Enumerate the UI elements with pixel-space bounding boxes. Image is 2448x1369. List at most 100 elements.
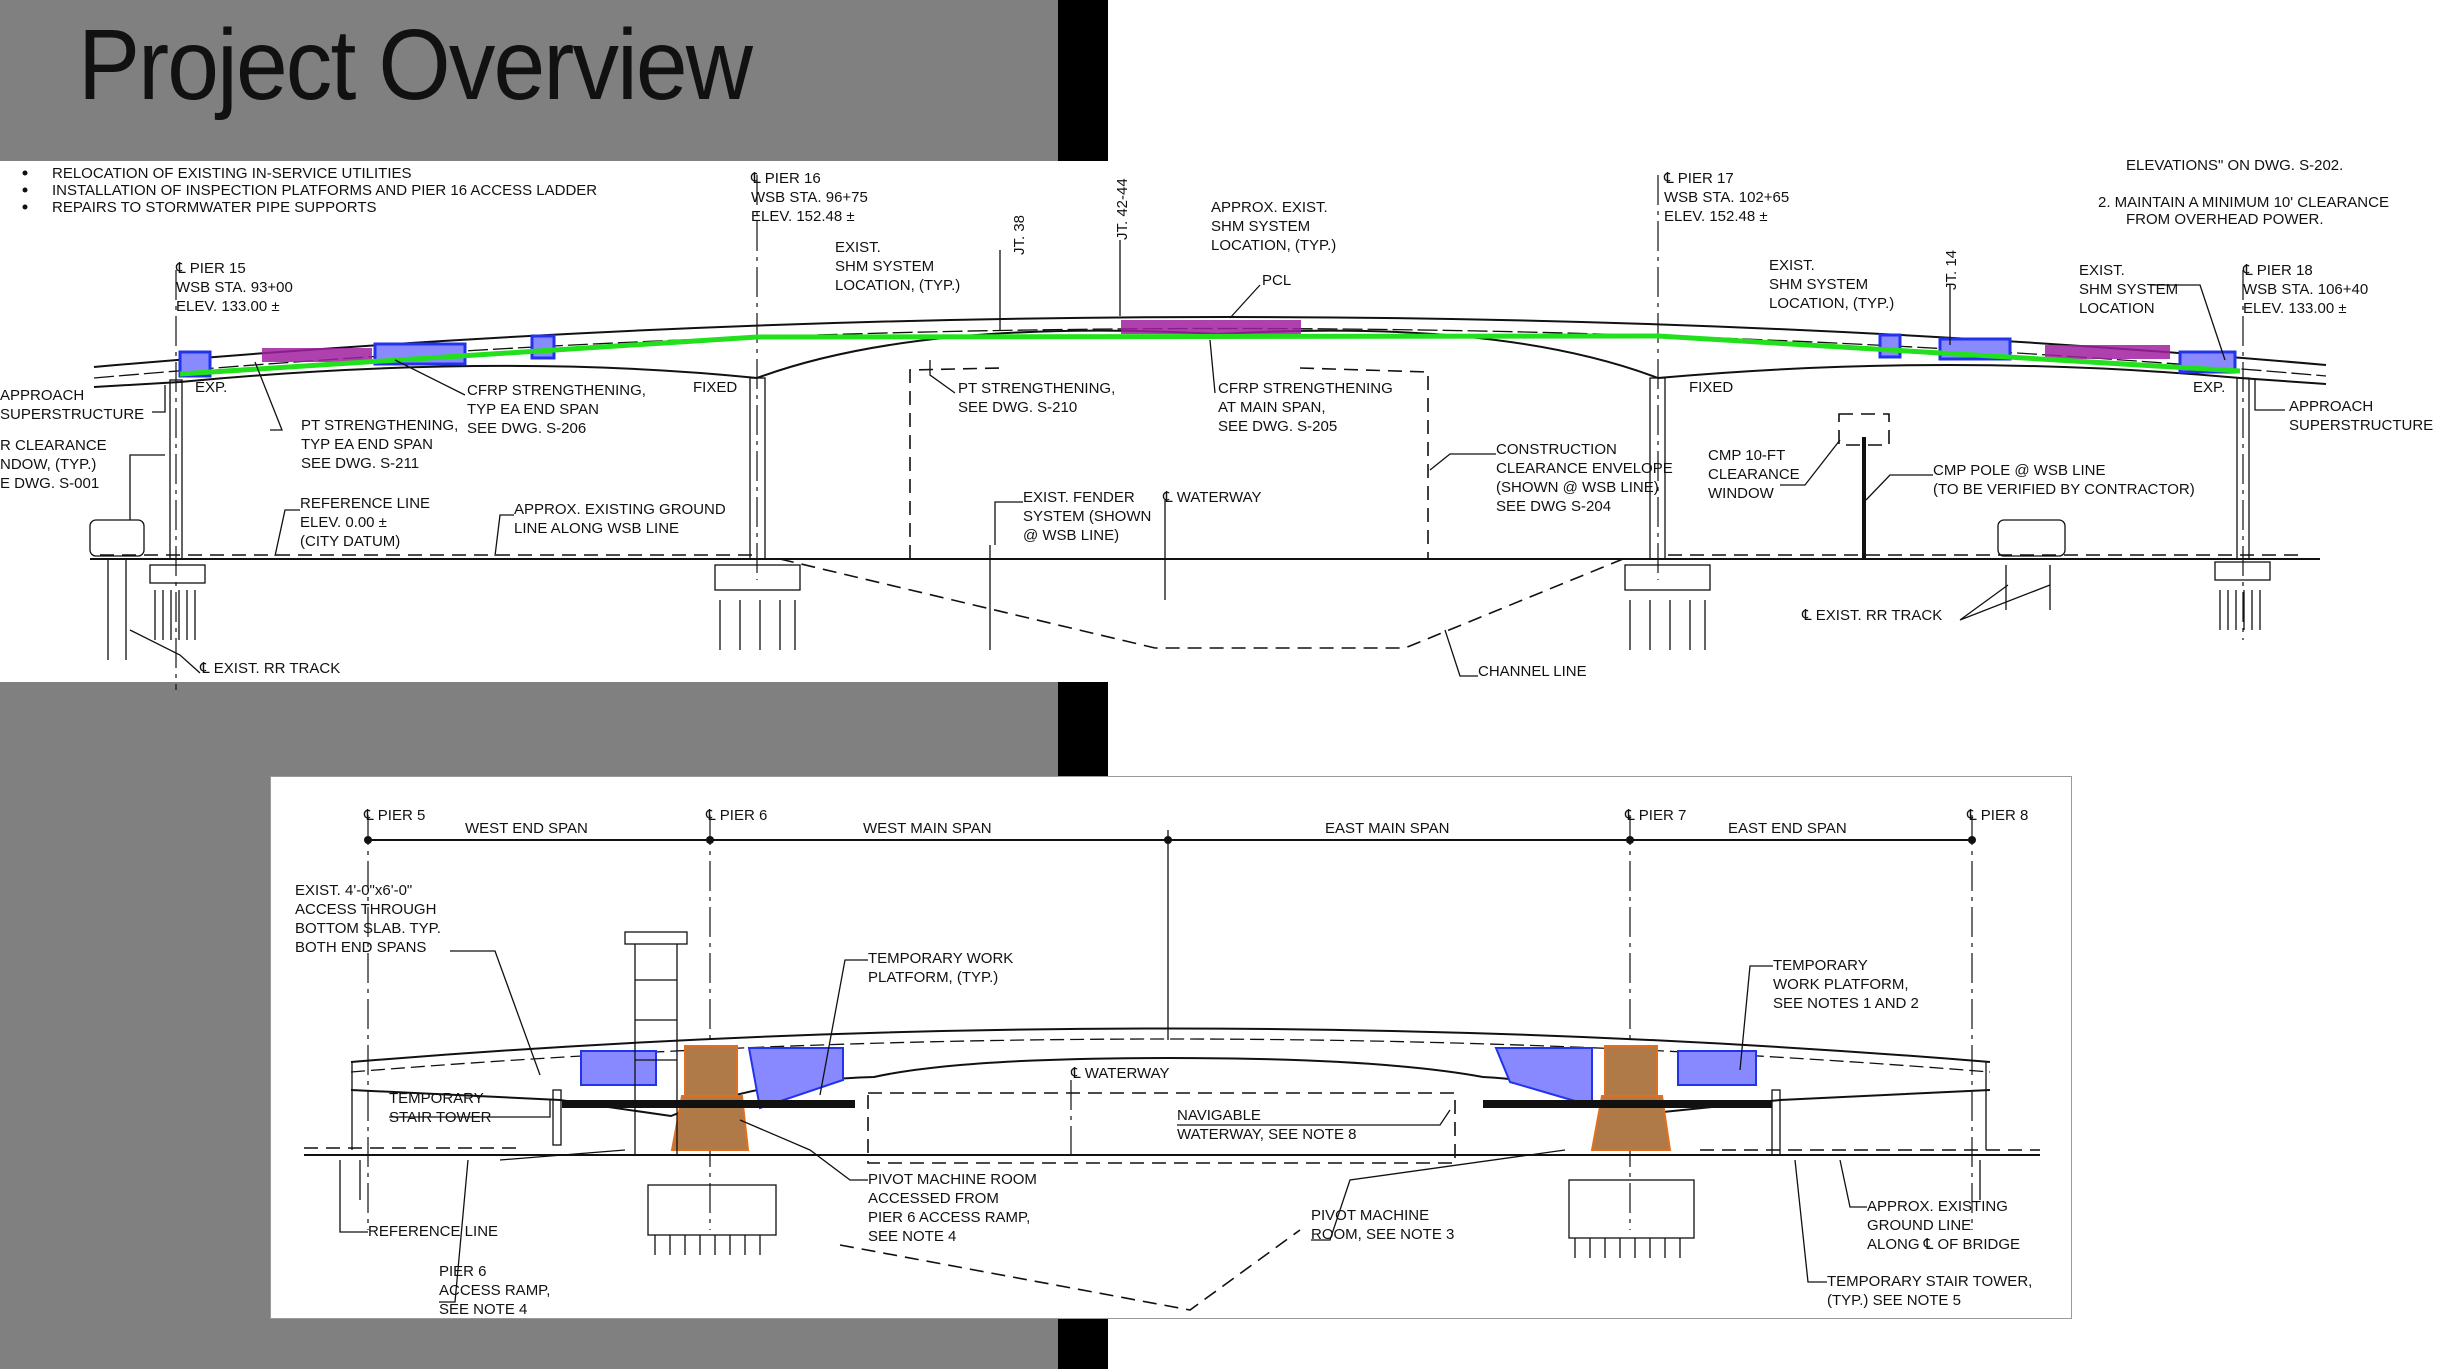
top-label-cfrp-end: CFRP STRENGTHENING, — [467, 382, 646, 399]
bottom-label-reference: REFERENCE LINE — [368, 1223, 498, 1240]
bottom-label-ramp: SEE NOTE 4 — [439, 1301, 527, 1318]
fender-system — [989, 500, 1166, 650]
top-label-reference: ELEV. 0.00 ± — [300, 514, 387, 531]
top-label-shm2: LOCATION, (TYP.) — [1211, 237, 1336, 254]
top-label-pier17: ELEV. 152.48 ± — [1664, 208, 1768, 225]
top-label-pier15: WSB STA. 93+00 — [176, 279, 293, 296]
top-label-shm4: LOCATION — [2079, 300, 2155, 317]
top-label-pier15: ELEV. 133.00 ± — [176, 298, 280, 315]
top-label-envelope: CLEARANCE ENVELOPE — [1496, 460, 1673, 477]
top-label-approach-r: APPROACH — [2289, 398, 2373, 415]
rr-car-left — [89, 519, 145, 557]
top-label-cfrp-main: AT MAIN SPAN, — [1218, 399, 1326, 416]
bottom-label-navigable: WATERWAY, SEE NOTE 8 — [1177, 1126, 1356, 1143]
bottom-label-stair-r: (TYP.) SEE NOTE 5 — [1827, 1292, 1961, 1309]
top-label-pcl: PCL — [1262, 272, 1291, 289]
top-label-shm3: SHM SYSTEM — [1769, 276, 1868, 293]
top-label-cfrp-end: TYP EA END SPAN — [467, 401, 599, 418]
bottom-label-platform-l: PLATFORM, (TYP.) — [868, 969, 998, 986]
top-label-note2b: FROM OVERHEAD POWER. — [2126, 211, 2324, 228]
top-elevation — [22, 170, 2327, 690]
top-label-pier17: WSB STA. 102+65 — [1664, 189, 1789, 206]
top-label-fender: EXIST. FENDER — [1023, 489, 1135, 506]
end-piers — [351, 1062, 1987, 1200]
bottom-label-ground: ALONG ℄ OF BRIDGE — [1867, 1236, 2020, 1253]
top-label-approach-r: SUPERSTRUCTURE — [2289, 417, 2433, 434]
top-label-envelope: SEE DWG S-204 — [1496, 498, 1611, 515]
top-label-jt38: JT. 38 — [1011, 215, 1028, 255]
leader-lines — [339, 950, 1867, 1303]
slide-title: Project Overview — [78, 9, 753, 121]
cmp-clearance-window — [1838, 413, 1890, 446]
top-label-bullet3: REPAIRS TO STORMWATER PIPE SUPPORTS — [52, 199, 377, 216]
top-label-cfrp-main: CFRP STRENGTHENING — [1218, 380, 1393, 397]
top-label-exp-l: EXP. — [195, 379, 227, 396]
top-label-rr-r: ℄ EXIST. RR TRACK — [1801, 607, 1942, 624]
bottom-label-access: BOTTOM SLAB. TYP. — [295, 920, 441, 937]
top-label-pier17: ℄ PIER 17 — [1663, 170, 1734, 187]
title-band — [0, 0, 1108, 161]
top-label-clear-win: NDOW, (TYP.) — [0, 456, 96, 473]
bottom-label-platform-r: SEE NOTES 1 AND 2 — [1773, 995, 1919, 1012]
black-divider — [1058, 1319, 1108, 1369]
top-label-fender: @ WSB LINE) — [1023, 527, 1119, 544]
pier-footings — [149, 561, 2271, 650]
bottom-label-stair-l: STAIR TOWER — [389, 1109, 492, 1126]
top-label-rr-l: ℄ EXIST. RR TRACK — [199, 660, 340, 677]
top-label-ground: LINE ALONG WSB LINE — [514, 520, 679, 537]
rr-car-right — [1997, 519, 2066, 557]
access-ramp — [499, 1149, 626, 1161]
top-label-bullet2: INSTALLATION OF INSPECTION PLATFORMS AND… — [52, 182, 597, 199]
top-label-ground: APPROX. EXISTING GROUND — [514, 501, 726, 518]
bottom-label-pivot-r: ROOM, SEE NOTE 3 — [1311, 1226, 1454, 1243]
rr-track-lines — [107, 560, 2051, 660]
bottom-label-waterway: ℄ WATERWAY — [1070, 1065, 1170, 1082]
bottom-label-pier7: ℄ PIER 7 — [1624, 807, 1686, 824]
construction-clearance-envelope — [909, 367, 1429, 559]
top-label-pier16: WSB STA. 96+75 — [751, 189, 868, 206]
top-label-bullet1: RELOCATION OF EXISTING IN-SERVICE UTILIT… — [52, 165, 412, 182]
top-label-reference: (CITY DATUM) — [300, 533, 400, 550]
top-label-shm2: APPROX. EXIST. — [1211, 199, 1328, 216]
top-label-envelope: (SHOWN @ WSB LINE) — [1496, 479, 1659, 496]
top-label-pier15: ℄ PIER 15 — [175, 260, 246, 277]
bottom-label-stair-r: TEMPORARY STAIR TOWER, — [1827, 1273, 2032, 1290]
top-label-approach-l: SUPERSTRUCTURE — [0, 406, 144, 423]
top-label-jt42: JT. 42-44 — [1114, 178, 1131, 240]
top-label-shm1: SHM SYSTEM — [835, 258, 934, 275]
bottom-label-ground: APPROX. EXISTING — [1867, 1198, 2008, 1215]
top-label-cfrp-main: SEE DWG. S-205 — [1218, 418, 1337, 435]
bottom-label-ground: GROUND LINE — [1867, 1217, 1971, 1234]
bascule-elevation — [304, 815, 2040, 1311]
strengthening-tendon-line — [179, 333, 2241, 377]
top-label-shm1: LOCATION, (TYP.) — [835, 277, 960, 294]
top-label-reference: REFERENCE LINE — [300, 495, 430, 512]
top-label-note1: ELEVATIONS" ON DWG. S-202. — [2126, 157, 2343, 174]
top-label-shm4: EXIST. — [2079, 262, 2125, 279]
top-label-fixed-l: FIXED — [693, 379, 737, 396]
bottom-label-access: EXIST. 4'-0"x6'-0" — [295, 882, 412, 899]
top-label-cmp-pole: CMP POLE @ WSB LINE — [1933, 462, 2106, 479]
pivot-piers — [670, 1045, 1672, 1151]
bottom-label-pier5: ℄ PIER 5 — [363, 807, 425, 824]
top-label-fender: SYSTEM (SHOWN — [1023, 508, 1151, 525]
top-label-pier18: ℄ PIER 18 — [2242, 262, 2313, 279]
top-label-pt-end: SEE DWG. S-211 — [301, 455, 419, 472]
pivot-foundations — [647, 1179, 1695, 1258]
top-label-cfrp-end: SEE DWG. S-206 — [467, 420, 586, 437]
bottom-label-pivot-r: PIVOT MACHINE — [1311, 1207, 1429, 1224]
top-label-jt14: JT. 14 — [1943, 250, 1960, 290]
bottom-label-navigable: NAVIGABLE — [1177, 1107, 1261, 1124]
bottom-label-west-end: WEST END SPAN — [465, 820, 588, 837]
channel-line — [839, 1229, 1301, 1311]
top-label-pt-end: TYP EA END SPAN — [301, 436, 433, 453]
top-label-pier16: ℄ PIER 16 — [750, 170, 821, 187]
bottom-label-ramp: PIER 6 — [439, 1263, 487, 1280]
black-divider — [1058, 0, 1108, 161]
top-label-shm2: SHM SYSTEM — [1211, 218, 1310, 235]
top-label-pt-main: PT STRENGTHENING, — [958, 380, 1115, 397]
bottom-label-west-main: WEST MAIN SPAN — [863, 820, 992, 837]
bottom-label-east-end: EAST END SPAN — [1728, 820, 1847, 837]
top-label-cmp-win: CMP 10-FT — [1708, 447, 1785, 464]
